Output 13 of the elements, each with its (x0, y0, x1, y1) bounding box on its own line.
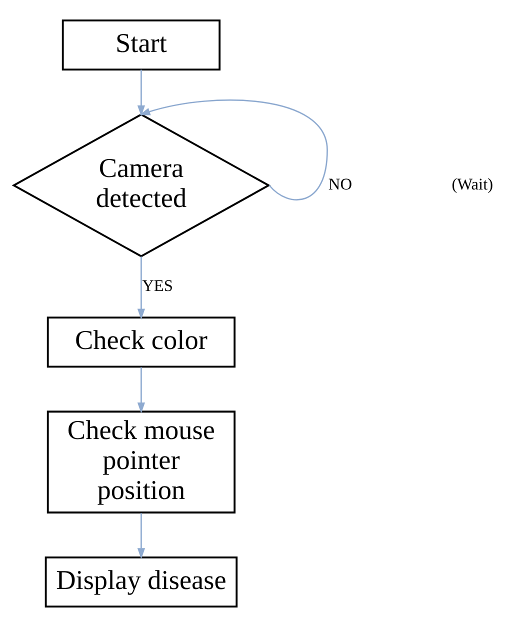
node-box: Check color (46, 316, 236, 368)
arrow (137, 513, 146, 560)
node-box: Display disease (44, 556, 238, 608)
arrow (137, 367, 146, 414)
edge-label: YES (142, 276, 174, 296)
arrow (137, 70, 146, 116)
arrow (139, 99, 328, 200)
label: (Wait) (452, 174, 494, 194)
node-box: Start (62, 20, 221, 70)
edge-label: NO (328, 174, 352, 194)
arrow (137, 256, 146, 320)
node-box: Check mouse pointer position (46, 410, 236, 514)
node-diamond: Camera detected (12, 113, 271, 258)
